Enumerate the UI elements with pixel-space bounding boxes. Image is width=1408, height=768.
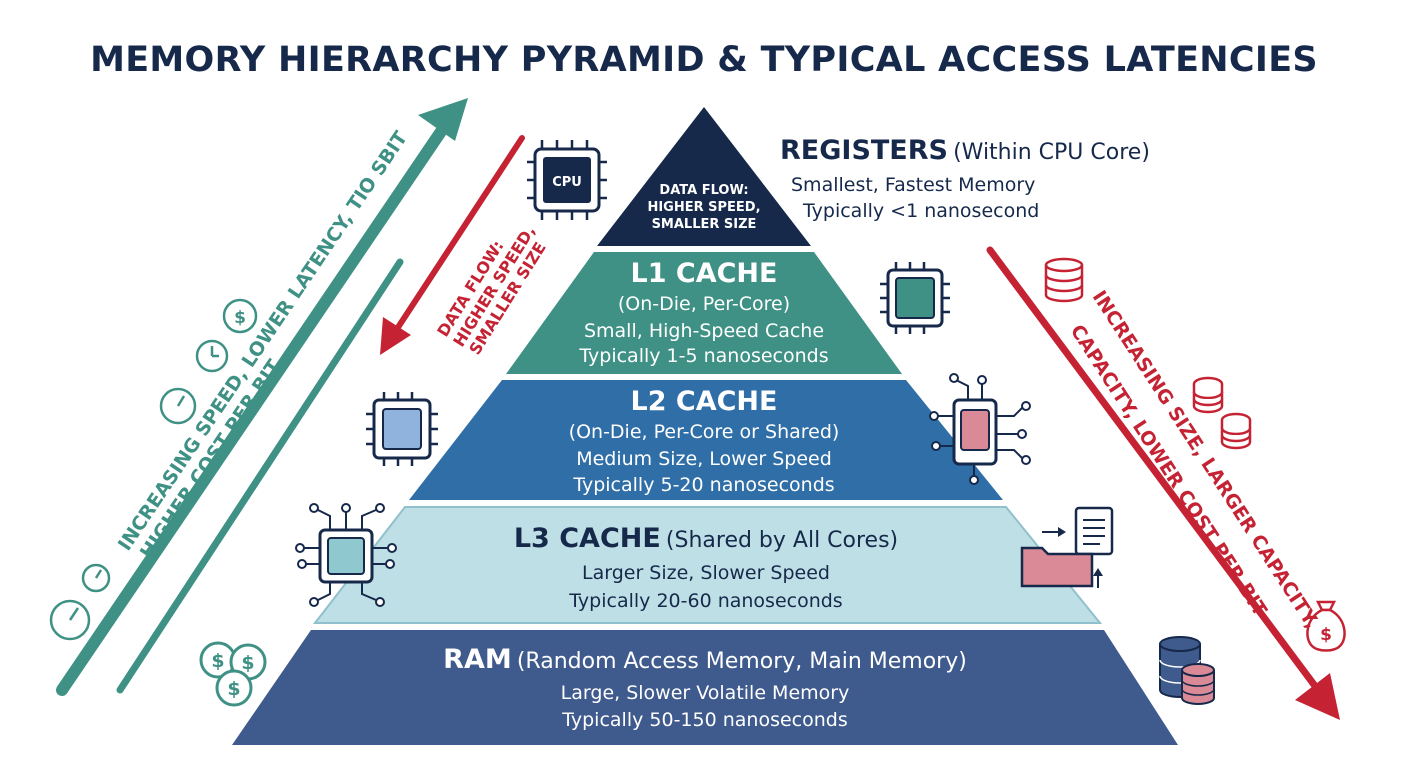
tier-ram-shape (232, 630, 1178, 745)
registers-heading: REGISTERS (Within CPU Core) (780, 135, 1150, 166)
apex-data-flow-text: DATA FLOW: HIGHER SPEED, SMALLER SIZE (634, 182, 774, 233)
capacity-arrow-label-1: INCREASING SIZE, LARGER CAPACITY, (1088, 287, 1323, 633)
speedometer-icon (49, 298, 258, 641)
database-icon (1044, 257, 1084, 303)
svg-text:$: $ (241, 652, 254, 674)
svg-text:$: $ (227, 678, 240, 700)
data-flow-down-arrow (380, 135, 525, 355)
l3-line-1: Larger Size, Slower Speed (582, 562, 830, 584)
coins-icon: $ $ $ (199, 641, 267, 707)
registers-name: REGISTERS (780, 135, 948, 166)
l2-qualifier: (On-Die, Per-Core or Shared) (568, 421, 840, 443)
l2-right-chip-icon (929, 373, 1031, 485)
l3-qualifier: (Shared by All Cores) (665, 528, 899, 553)
ram-qualifier: (Random Access Memory, Main Memory) (516, 649, 967, 674)
l3-name: L3 CACHE (513, 523, 661, 554)
database-stack-icon (1159, 636, 1215, 705)
svg-text:$: $ (211, 650, 224, 672)
l3-heading: L3 CACHE (Shared by All Cores) (310, 523, 1102, 554)
l1-qualifier: (On-Die, Per-Core) (617, 293, 791, 315)
ram-line-1: Large, Slower Volatile Memory (560, 682, 850, 704)
svg-text:$: $ (1320, 625, 1332, 645)
l1-chip-icon (880, 262, 950, 334)
l2-line-2: Typically 5-20 nanoseconds (573, 474, 835, 496)
l2-name: L2 CACHE (630, 386, 778, 417)
ram-line-2: Typically 50-150 nanoseconds (562, 709, 848, 731)
cpu-icon: CPU (527, 140, 607, 220)
capacity-down-arrow (986, 246, 1340, 720)
registers-line-1: Smallest, Fastest Memory (791, 174, 1036, 196)
l2-left-chip-icon (366, 392, 438, 466)
cpu-chip-label: CPU (552, 175, 582, 190)
apex-line-2: HIGHER SPEED, (647, 200, 761, 215)
apex-line-3: SMALLER SIZE (651, 217, 757, 232)
tier-l3-shape (312, 506, 1103, 624)
page-title: MEMORY HIERARCHY PYRAMID & TYPICAL ACCES… (90, 40, 1318, 80)
tier-l1-shape (506, 252, 902, 374)
l1-line-1: Small, High-Speed Cache (583, 320, 825, 342)
ram-name: RAM (443, 644, 512, 675)
registers-line-2: Typically <1 nanosecond (803, 200, 1040, 222)
tier-registers-shape (597, 107, 811, 246)
speed-up-arrow (56, 98, 468, 696)
dollar-cycle-icon: $ (234, 308, 246, 328)
speed-arrow-label-1: INCREASING SPEED, LOWER LATENCY, TIO SBI… (114, 127, 412, 554)
l2-line-1: Medium Size, Lower Speed (576, 448, 832, 470)
l3-line-2: Typically 20-60 nanoseconds (569, 590, 843, 612)
folder-document-icon (1020, 506, 1114, 588)
speed-arrow-label-2: HIGHER COST PER BIT (136, 356, 286, 563)
money-bag-icon: $ (1306, 600, 1346, 652)
apex-line-1: DATA FLOW: (659, 183, 749, 198)
l1-line-2: Typically 1-5 nanoseconds (579, 345, 829, 367)
ram-heading: RAM (Random Access Memory, Main Memory) (232, 644, 1178, 675)
registers-qualifier: (Within CPU Core) (953, 140, 1150, 165)
coin-stack-icon (1192, 376, 1252, 450)
l1-name: L1 CACHE (630, 258, 778, 289)
tier-l2-shape (409, 380, 1003, 500)
l3-chip-icon (295, 503, 397, 607)
